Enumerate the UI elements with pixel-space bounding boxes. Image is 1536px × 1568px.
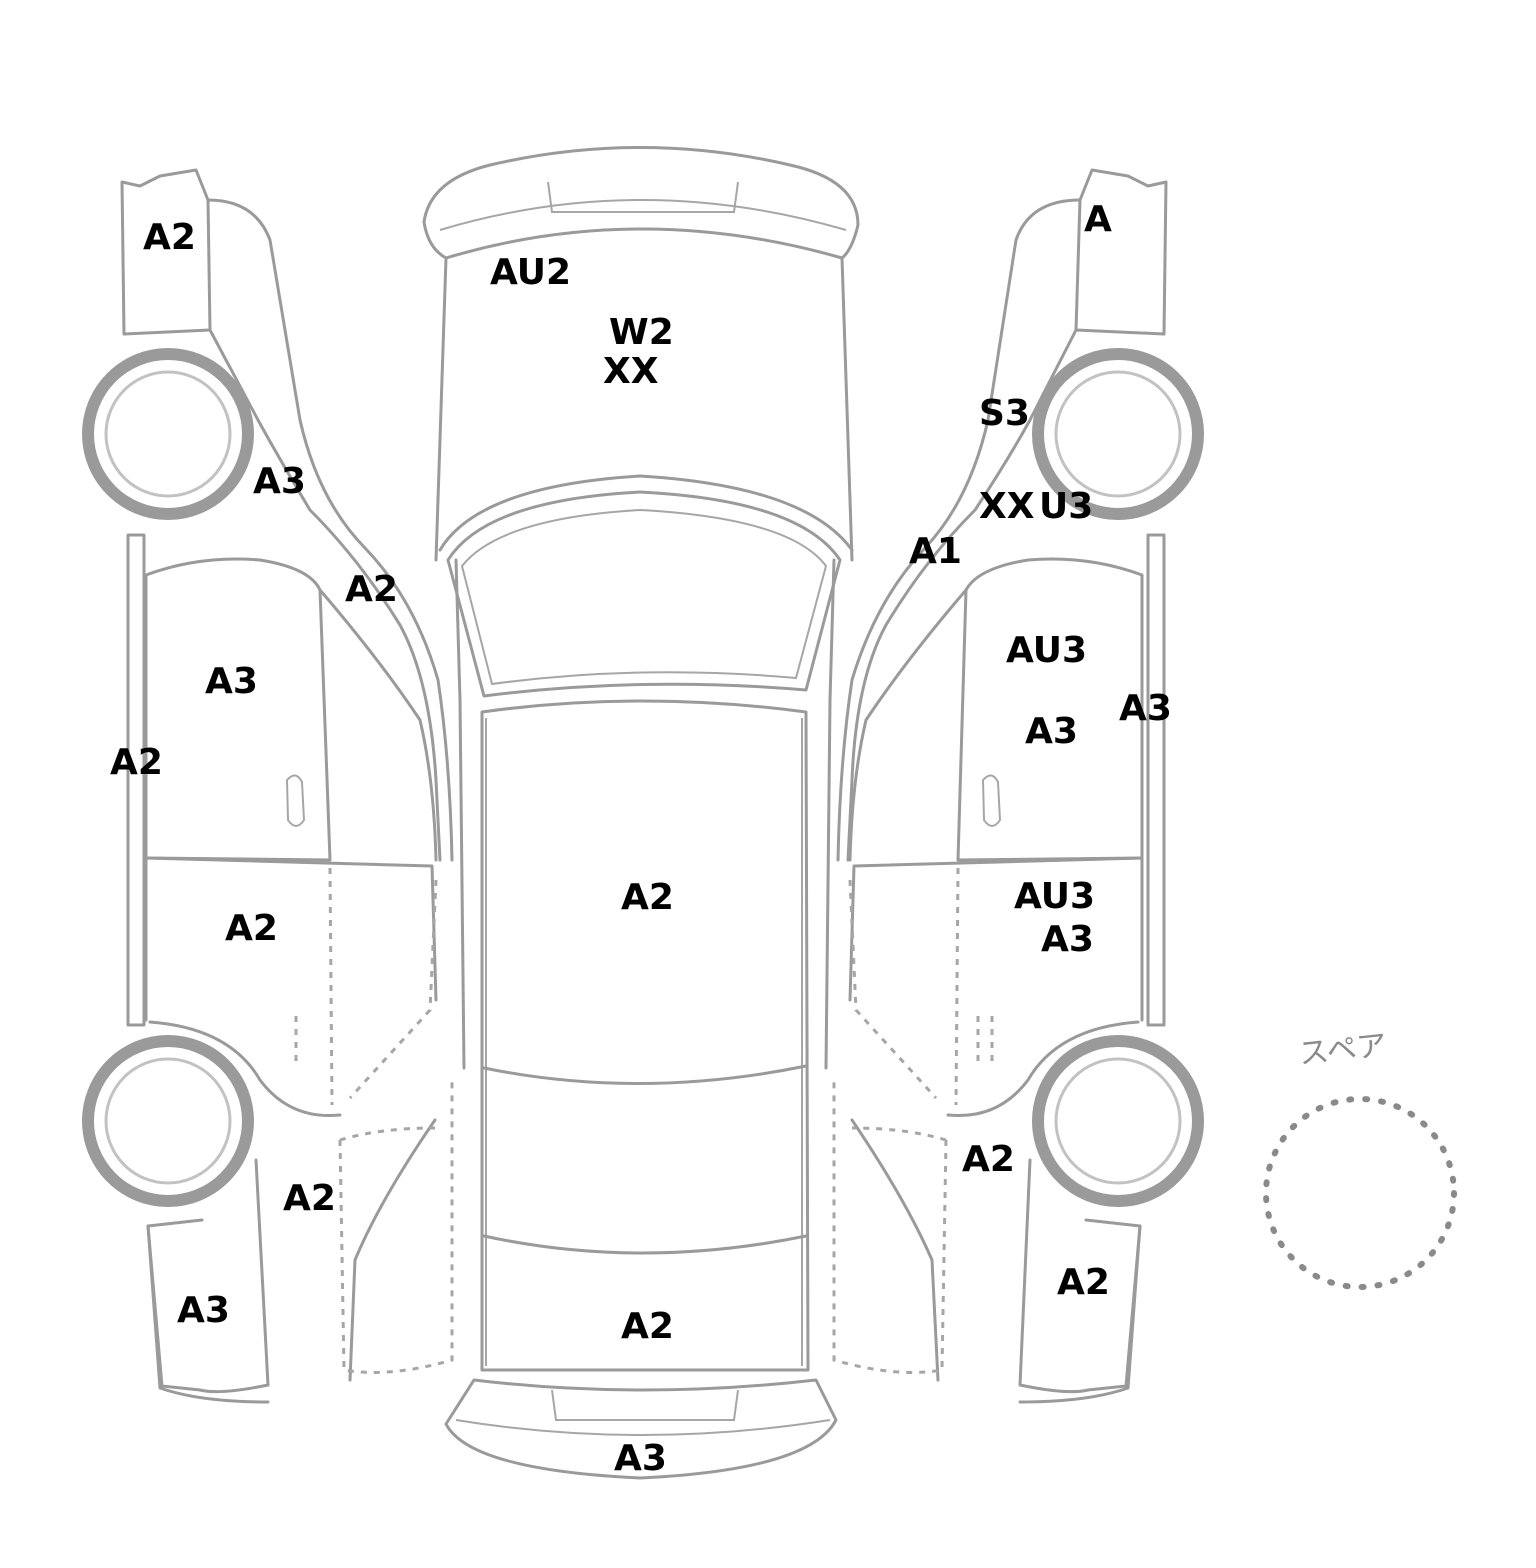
code-rear-bumper: A3	[614, 1438, 667, 1479]
top-roof-inner	[485, 718, 803, 1366]
right-rear-door-dashed	[848, 867, 960, 1106]
top-view	[422, 146, 860, 1480]
code-trunk: A2	[621, 1306, 674, 1347]
code-right-rear-door-mid: A3	[1041, 919, 1094, 960]
top-roof-outline	[480, 699, 810, 1372]
right-side-view	[832, 168, 1204, 1404]
top-front-bumper-inner	[439, 181, 847, 231]
code-left-rear-bumper: A3	[177, 1290, 230, 1331]
left-sill-bar	[126, 533, 146, 1027]
code-left-rear-door: A2	[225, 908, 278, 949]
right-sill-bar	[1146, 533, 1166, 1027]
top-rear-window-line	[482, 1064, 808, 1086]
top-front-bumper-outline	[422, 146, 860, 260]
top-windshield-outline	[446, 490, 842, 698]
right-rear-wheel	[1032, 1035, 1204, 1207]
right-rear-quarter-outline	[850, 1118, 1142, 1394]
top-rear-bumper-outline	[444, 1378, 838, 1480]
right-front-door-handle	[981, 774, 1002, 827]
right-rear-wheel-arch	[946, 1020, 1140, 1118]
left-fender-outline	[206, 198, 454, 862]
code-hood-top: AU2	[490, 252, 571, 293]
left-rear-door-dashed	[328, 867, 438, 1106]
top-hood-outline	[434, 256, 854, 562]
left-front-wheel	[82, 348, 254, 520]
code-left-front-door: A3	[205, 661, 258, 702]
code-left-front-fender-top: A2	[143, 217, 196, 258]
code-hood-w: W2	[609, 312, 674, 353]
right-rear-wheel-rim	[1054, 1057, 1182, 1185]
right-rear-quarter-dashed	[832, 1080, 948, 1374]
spare-tire-dotted-circle	[1263, 1096, 1457, 1290]
left-rear-wheel	[82, 1035, 254, 1207]
code-right-rear-bumper: A2	[1057, 1262, 1110, 1303]
code-left-front-fender-wheel: A3	[253, 461, 306, 502]
code-right-rear-quarter: A2	[962, 1139, 1015, 1180]
right-rear-door-outline	[848, 856, 1144, 1022]
code-right-front-door-mid: A3	[1025, 711, 1078, 752]
top-windshield-edge	[438, 474, 854, 552]
top-left-side-line	[454, 558, 466, 1070]
code-right-front-door-top: AU3	[1006, 630, 1087, 671]
top-trunk-line	[482, 1234, 808, 1255]
code-right-rear-door-top: AU3	[1014, 876, 1095, 917]
left-side-view	[82, 168, 454, 1404]
left-front-bumper-outline	[120, 168, 212, 336]
left-front-door-outline	[144, 557, 332, 862]
spare-tire: スペア	[1263, 1028, 1457, 1290]
right-rear-bumper-outline	[1018, 1224, 1142, 1404]
left-rear-wheel-arch	[148, 1020, 342, 1118]
top-right-side-line	[824, 558, 836, 1070]
left-rear-wheel-rim	[104, 1057, 232, 1185]
code-right-fender-u3: U3	[1039, 486, 1093, 527]
left-front-door-handle	[285, 774, 306, 827]
code-roof: A2	[621, 877, 674, 918]
right-fender-inner-line	[846, 328, 1078, 862]
top-rear-bumper-inner	[455, 1389, 831, 1436]
damage-codes: A2 A3 A2 A3 A2 A2 A2 A3 AU2 W2 XX A2 A2 …	[110, 199, 1172, 1479]
right-front-wheel	[1032, 348, 1204, 520]
code-hood-xx: XX	[603, 351, 659, 392]
left-fender-inner-line	[208, 328, 442, 862]
code-left-pillar: A2	[345, 569, 398, 610]
right-rear-handle-dashed	[976, 1016, 994, 1066]
spare-label: スペア	[1297, 1028, 1388, 1072]
left-rear-door-outline	[144, 856, 438, 1022]
right-fender-outline	[836, 198, 1082, 862]
right-front-door-outline	[956, 557, 1144, 862]
code-right-pillar: A1	[909, 531, 962, 572]
left-rear-quarter-dashed	[338, 1080, 454, 1374]
left-rear-quarter-outline	[146, 1118, 437, 1394]
code-right-fender-xx: XX	[979, 486, 1035, 527]
right-front-wheel-rim	[1054, 370, 1182, 498]
code-right-front-fender: S3	[979, 393, 1030, 434]
left-front-wheel-rim	[104, 370, 232, 498]
code-right-front-bumper: A	[1084, 199, 1112, 240]
code-right-side-edge: A3	[1119, 688, 1172, 729]
code-left-side-edge: A2	[110, 742, 163, 783]
right-front-bumper-outline	[1074, 168, 1168, 336]
left-rear-bumper-outline	[146, 1224, 270, 1404]
code-left-rear-quarter: A2	[283, 1178, 336, 1219]
top-windshield-inner	[460, 508, 828, 686]
left-door-pillar-line	[318, 588, 438, 862]
right-door-pillar-line	[848, 588, 968, 862]
